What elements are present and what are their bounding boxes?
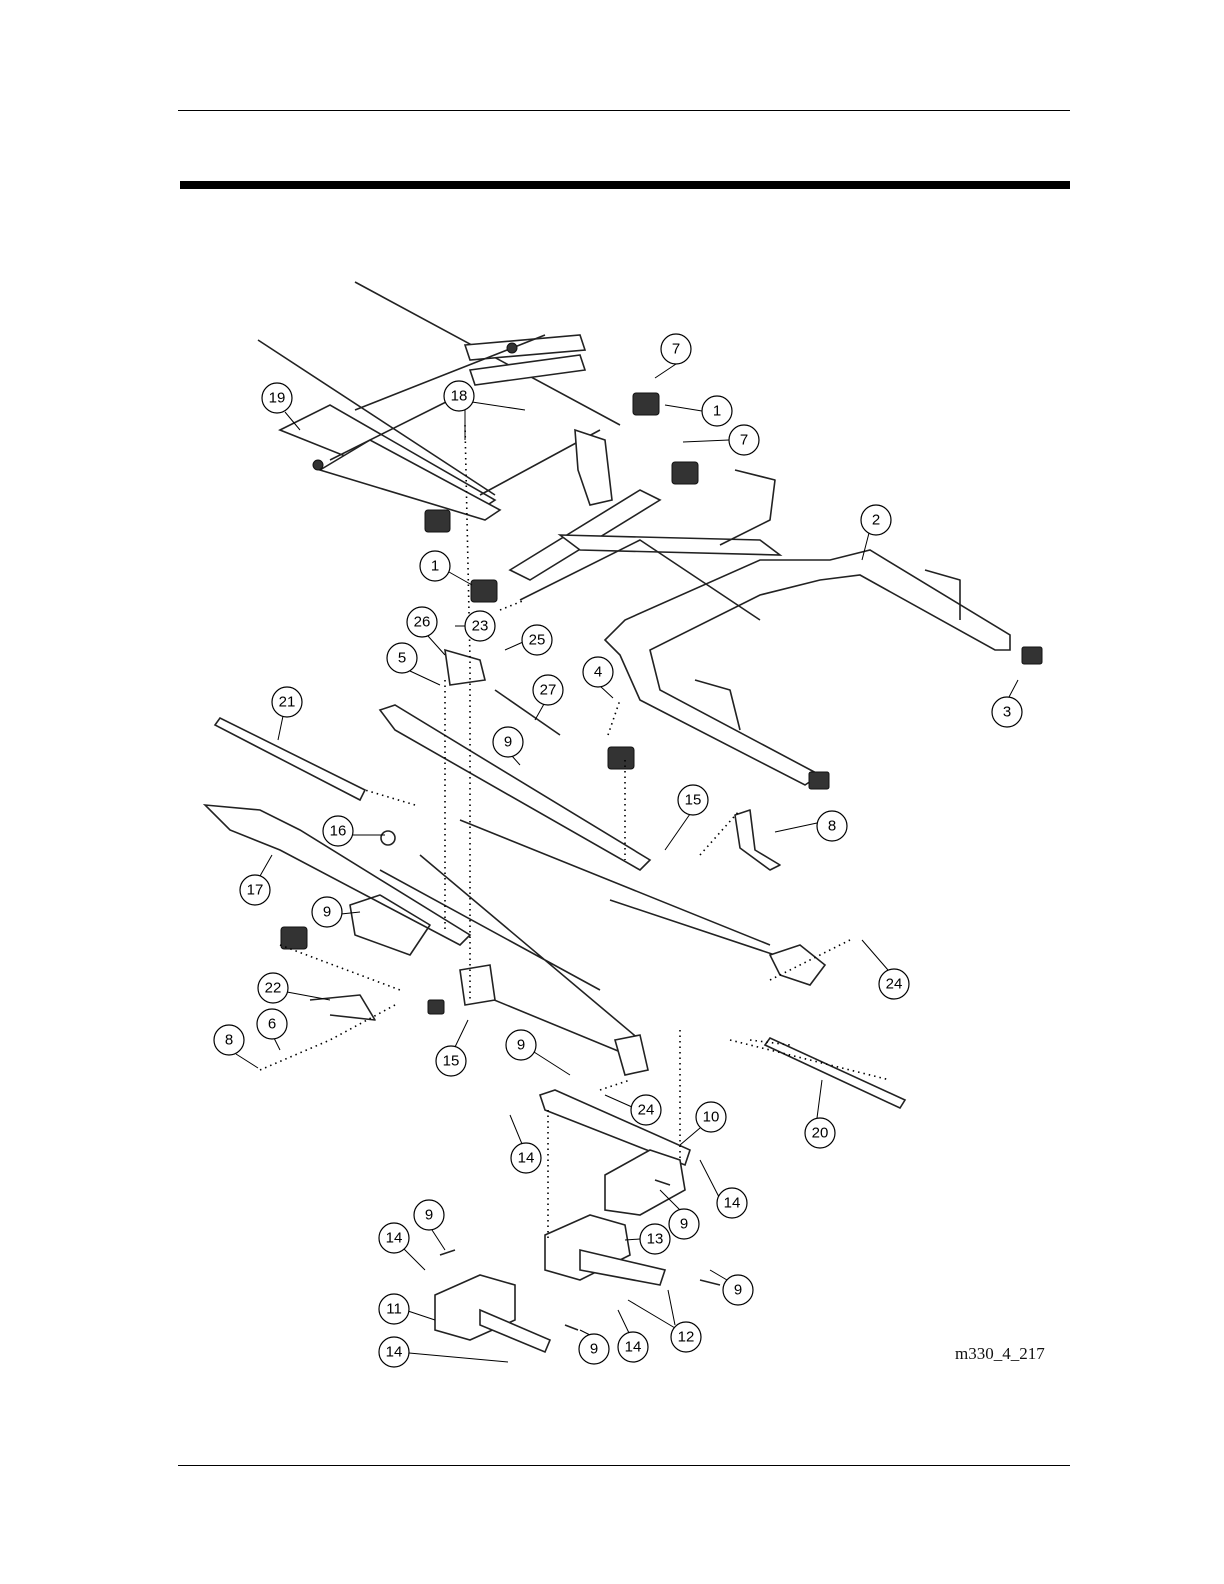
callout: 6 bbox=[256, 1008, 288, 1040]
svg-text:8: 8 bbox=[225, 1032, 233, 1049]
svg-text:21: 21 bbox=[279, 694, 296, 711]
callout: 18 bbox=[443, 380, 475, 412]
callout: 9 bbox=[505, 1029, 537, 1061]
svg-text:2: 2 bbox=[872, 512, 880, 529]
title-bar-rule bbox=[180, 181, 1070, 189]
svg-text:9: 9 bbox=[323, 904, 331, 921]
callout: 5 bbox=[386, 642, 418, 674]
callout: 10 bbox=[695, 1101, 727, 1133]
svg-text:26: 26 bbox=[414, 614, 431, 631]
assembly-lines bbox=[259, 424, 891, 1240]
svg-text:14: 14 bbox=[625, 1339, 642, 1356]
svg-text:7: 7 bbox=[740, 432, 748, 449]
callout: 22 bbox=[257, 972, 289, 1004]
callout: 27 bbox=[532, 674, 564, 706]
callout: 4 bbox=[582, 656, 614, 688]
svg-text:24: 24 bbox=[886, 976, 903, 993]
figure-id: m330_4_217 bbox=[955, 1344, 1045, 1363]
callout: 3 bbox=[991, 696, 1023, 728]
svg-text:9: 9 bbox=[425, 1207, 433, 1224]
callout: 9 bbox=[492, 726, 524, 758]
callout: 14 bbox=[716, 1187, 748, 1219]
svg-text:16: 16 bbox=[330, 823, 347, 840]
middle-frame-assembly bbox=[470, 469, 1043, 790]
svg-text:25: 25 bbox=[529, 632, 546, 649]
callout: 1 bbox=[419, 550, 451, 582]
svg-text:19: 19 bbox=[269, 390, 286, 407]
svg-text:22: 22 bbox=[265, 980, 282, 997]
callout: 17 bbox=[239, 874, 271, 906]
svg-text:9: 9 bbox=[504, 734, 512, 751]
svg-text:12: 12 bbox=[678, 1329, 695, 1346]
callout: 14 bbox=[617, 1331, 649, 1363]
callout: 9 bbox=[668, 1208, 700, 1240]
svg-text:1: 1 bbox=[713, 403, 721, 420]
svg-text:9: 9 bbox=[517, 1037, 525, 1054]
callout: 25 bbox=[521, 624, 553, 656]
svg-text:17: 17 bbox=[247, 882, 264, 899]
svg-text:9: 9 bbox=[590, 1341, 598, 1358]
callout: 9 bbox=[413, 1199, 445, 1231]
callout: 23 bbox=[464, 610, 496, 642]
svg-text:4: 4 bbox=[594, 664, 602, 681]
callout: 11 bbox=[378, 1293, 410, 1325]
svg-text:14: 14 bbox=[386, 1230, 403, 1247]
callout: 26 bbox=[406, 606, 438, 638]
svg-text:15: 15 bbox=[443, 1053, 460, 1070]
callout: 24 bbox=[878, 968, 910, 1000]
header-rule bbox=[178, 110, 1070, 111]
svg-text:9: 9 bbox=[680, 1216, 688, 1233]
svg-text:13: 13 bbox=[647, 1231, 664, 1248]
svg-text:14: 14 bbox=[724, 1195, 741, 1212]
svg-text:7: 7 bbox=[672, 341, 680, 358]
svg-text:27: 27 bbox=[540, 682, 557, 699]
svg-text:5: 5 bbox=[398, 650, 406, 667]
callout: 13 bbox=[639, 1223, 671, 1255]
callout: 15 bbox=[435, 1045, 467, 1077]
svg-text:14: 14 bbox=[518, 1150, 535, 1167]
callout: 24 bbox=[630, 1094, 662, 1126]
callout: 7 bbox=[660, 333, 692, 365]
callout: 19 bbox=[261, 382, 293, 414]
svg-text:18: 18 bbox=[451, 388, 468, 405]
base-frame-assembly bbox=[202, 648, 907, 1110]
callout: 15 bbox=[677, 784, 709, 816]
svg-text:23: 23 bbox=[472, 618, 489, 635]
callout: 14 bbox=[510, 1142, 542, 1174]
callout: 1 bbox=[701, 395, 733, 427]
svg-text:15: 15 bbox=[685, 792, 702, 809]
svg-text:8: 8 bbox=[828, 818, 836, 835]
svg-text:6: 6 bbox=[268, 1016, 276, 1033]
actuator-assembly bbox=[434, 1089, 721, 1354]
callout: 9 bbox=[722, 1274, 754, 1306]
callout: 14 bbox=[378, 1222, 410, 1254]
callout: 9 bbox=[578, 1333, 610, 1365]
footer-rule bbox=[178, 1465, 1070, 1466]
svg-text:24: 24 bbox=[638, 1102, 655, 1119]
callout: 14 bbox=[378, 1336, 410, 1368]
svg-text:20: 20 bbox=[812, 1125, 829, 1142]
callout: 7 bbox=[728, 424, 760, 456]
leader-lines bbox=[235, 363, 1019, 1363]
callout: 12 bbox=[670, 1321, 702, 1353]
callout: 8 bbox=[213, 1024, 245, 1056]
svg-text:10: 10 bbox=[703, 1109, 720, 1126]
callout: 16 bbox=[322, 815, 354, 847]
callout: 9 bbox=[311, 896, 343, 928]
svg-text:14: 14 bbox=[386, 1344, 403, 1361]
svg-text:9: 9 bbox=[734, 1282, 742, 1299]
callout: 20 bbox=[804, 1117, 836, 1149]
callout: 8 bbox=[816, 810, 848, 842]
svg-text:3: 3 bbox=[1003, 704, 1011, 721]
svg-text:1: 1 bbox=[431, 558, 439, 575]
callout: 2 bbox=[860, 504, 892, 536]
callouts: 7 1 7 19 18 2 1 23 26 25 5 27 4 3 21 9 1… bbox=[213, 333, 1023, 1368]
svg-text:11: 11 bbox=[386, 1301, 402, 1318]
callout: 21 bbox=[271, 686, 303, 718]
